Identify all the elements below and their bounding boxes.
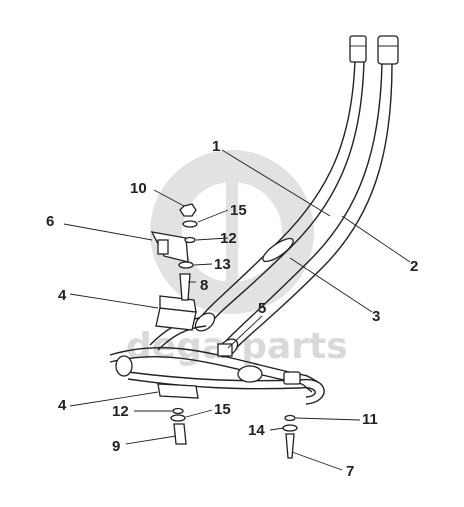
steel-line-lower [127, 371, 301, 382]
callout-5: 5 [258, 300, 266, 317]
clamp-block-lower [157, 383, 199, 399]
steel-lines [109, 317, 325, 405]
callout-3: 3 [372, 308, 380, 325]
right-fastener-stack [282, 414, 298, 459]
steel-line-lower-b [127, 378, 301, 390]
lower-clamp-stack [157, 383, 199, 445]
nut-10 [179, 203, 197, 217]
hose-1-edge-a [199, 59, 356, 319]
hose-2-edge-b [231, 63, 393, 353]
steel-line-rise-b [157, 325, 207, 351]
hose-clamp-band [262, 237, 294, 263]
callout-13: 13 [214, 256, 231, 273]
callout-12-lower: 12 [112, 403, 129, 420]
callout-11: 11 [362, 411, 378, 428]
callout-7: 7 [346, 463, 354, 480]
callout-12-upper: 12 [220, 230, 237, 247]
callout-10: 10 [130, 180, 147, 197]
bolt-9 [173, 423, 187, 445]
callout-2: 2 [410, 258, 418, 275]
line-end-cap [115, 355, 133, 377]
washer-11 [284, 414, 296, 422]
bolt-8 [179, 273, 191, 301]
washer-15-lower [170, 414, 186, 422]
washer-13 [178, 261, 194, 269]
callout-6: 6 [46, 213, 54, 230]
upper-clamp-stack [150, 203, 198, 331]
callout-labels: 1 2 3 4 4 5 6 7 8 9 10 11 12 12 13 14 15… [46, 138, 418, 480]
bolt-7 [285, 433, 295, 459]
steel-line-upper [109, 346, 319, 383]
hose-fitting-2 [377, 35, 399, 65]
callout-8: 8 [200, 277, 208, 294]
callout-15-upper: 15 [230, 202, 247, 219]
washer-12-upper [184, 236, 196, 244]
steel-line-bend [299, 378, 325, 405]
washer-15-upper [182, 220, 198, 228]
leader-lines [63, 149, 411, 471]
steel-line-bend-b [299, 387, 316, 398]
callout-9: 9 [112, 438, 120, 455]
bracket-6-slot [157, 239, 169, 255]
hose-2-edge-a [221, 63, 383, 346]
callout-4-upper: 4 [58, 287, 67, 304]
watermark: dega-parts [126, 150, 348, 367]
watermark-logo-bar [226, 150, 238, 314]
washer-12-lower [172, 407, 184, 415]
right-fitting [283, 371, 301, 385]
callout-1: 1 [212, 138, 220, 155]
callout-15-lower: 15 [214, 401, 231, 418]
washer-14 [282, 424, 298, 432]
callout-14: 14 [248, 422, 265, 439]
hose-1-edge-b [209, 59, 365, 325]
callout-4-lower: 4 [58, 397, 67, 414]
line-coupler [237, 365, 263, 383]
hose-fitting-1 [349, 35, 367, 63]
